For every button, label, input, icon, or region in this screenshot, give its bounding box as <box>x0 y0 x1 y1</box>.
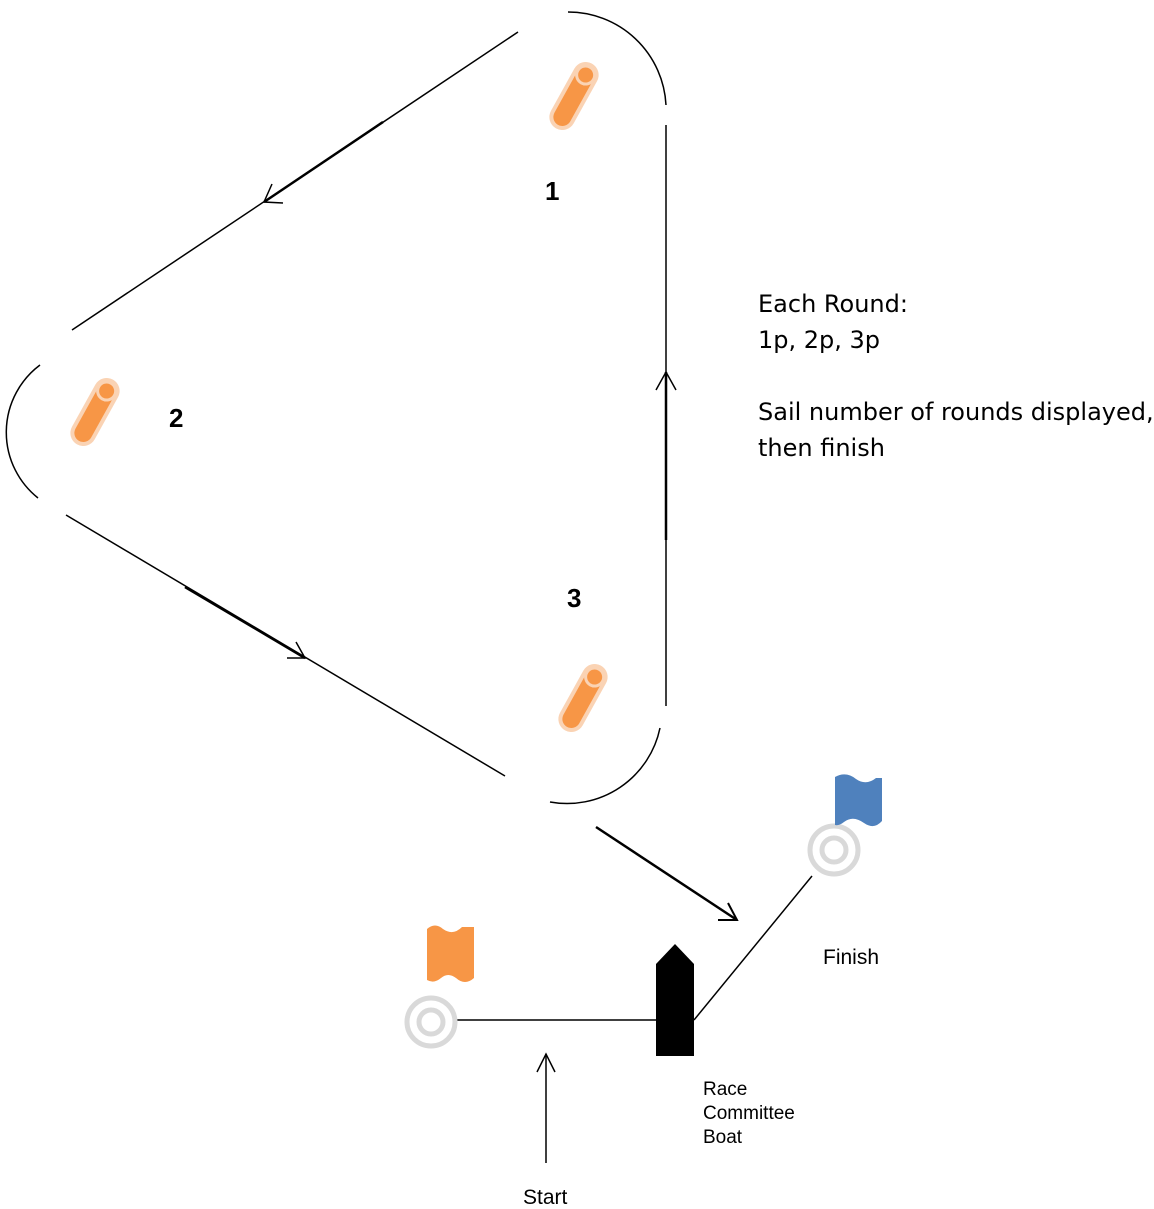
start-label: Start <box>523 1186 568 1209</box>
leg-to-finish-arrowhead <box>718 902 739 921</box>
boat-label-line-1: Race <box>703 1079 748 1100</box>
mark-2-icon <box>75 379 118 438</box>
leg-2-to-3-emphasis <box>184 585 306 660</box>
leg-2-to-3-arrowhead <box>287 641 307 659</box>
start-buoy-icon <box>407 998 455 1046</box>
instructions-line-4: then finish <box>758 434 885 462</box>
finish-label: Finish <box>823 946 880 969</box>
course-instructions: Each Round: 1p, 2p, 3p Sail number of ro… <box>758 286 1154 466</box>
finish-flag-icon <box>835 774 882 827</box>
start-arrow-arrowhead <box>536 1052 556 1073</box>
instructions-line-2: 1p, 2p, 3p <box>758 326 881 354</box>
leg-3-to-1-arrowhead <box>655 370 677 391</box>
leg-1-to-2-emphasis <box>263 120 384 204</box>
leg-to-finish <box>595 825 738 922</box>
finish-line <box>693 875 813 1021</box>
mark-1-label: 1 <box>545 176 560 206</box>
committee-boat-icon <box>656 944 694 1056</box>
mark-2-label: 2 <box>169 403 184 433</box>
mark-3-icon <box>563 665 606 724</box>
finish-buoy-icon <box>810 826 858 874</box>
committee-boat-label: Race Committee Boat <box>703 1078 795 1150</box>
rounding-arc-mark-2 <box>5 364 41 499</box>
rounding-arc-mark-3 <box>549 727 661 805</box>
start-flag-icon <box>427 925 474 982</box>
rounding-arc-mark-1 <box>567 11 667 106</box>
mark-3-label: 3 <box>567 583 582 613</box>
boat-label-line-2: Committee <box>703 1103 795 1124</box>
instructions-line-1: Each Round: <box>758 290 908 318</box>
boat-label-line-3: Boat <box>703 1127 743 1148</box>
mark-1-icon <box>554 63 597 122</box>
leg-1-to-2-arrowhead <box>262 183 284 204</box>
instructions-line-3: Sail number of rounds displayed, <box>758 398 1154 426</box>
